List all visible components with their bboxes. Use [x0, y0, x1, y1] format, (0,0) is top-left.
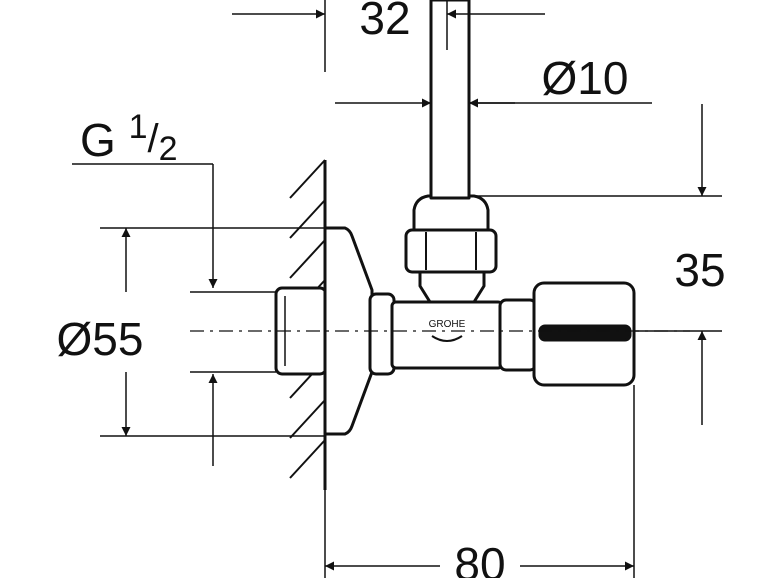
- brand-logo-swoosh: [431, 335, 463, 342]
- collar: [368, 292, 396, 376]
- dimension-d55: [100, 227, 325, 437]
- pipe: [429, 0, 471, 200]
- handle-grip-mark: [538, 324, 632, 342]
- outlet-neck: [498, 298, 538, 372]
- thread-size-label: G 1/2: [80, 108, 178, 168]
- dimension-32-label: 32: [359, 0, 410, 44]
- dimension-thread: [72, 163, 276, 466]
- dimension-d10-label: Ø10: [542, 52, 629, 104]
- dimension-80: [324, 385, 635, 578]
- main-body: [390, 300, 504, 370]
- dimension-35-label: 35: [674, 244, 725, 296]
- dimension-d55-label: Ø55: [57, 313, 144, 365]
- compression-nut: [404, 228, 498, 274]
- dimension-35: [469, 104, 722, 425]
- outlet-stem: [418, 268, 486, 304]
- brand-logo: GROHE: [429, 319, 466, 330]
- dimension-80-label: 80: [454, 538, 505, 578]
- compression-olive: [412, 194, 490, 232]
- dimension-32: [232, 0, 545, 72]
- valve-body: [274, 0, 636, 436]
